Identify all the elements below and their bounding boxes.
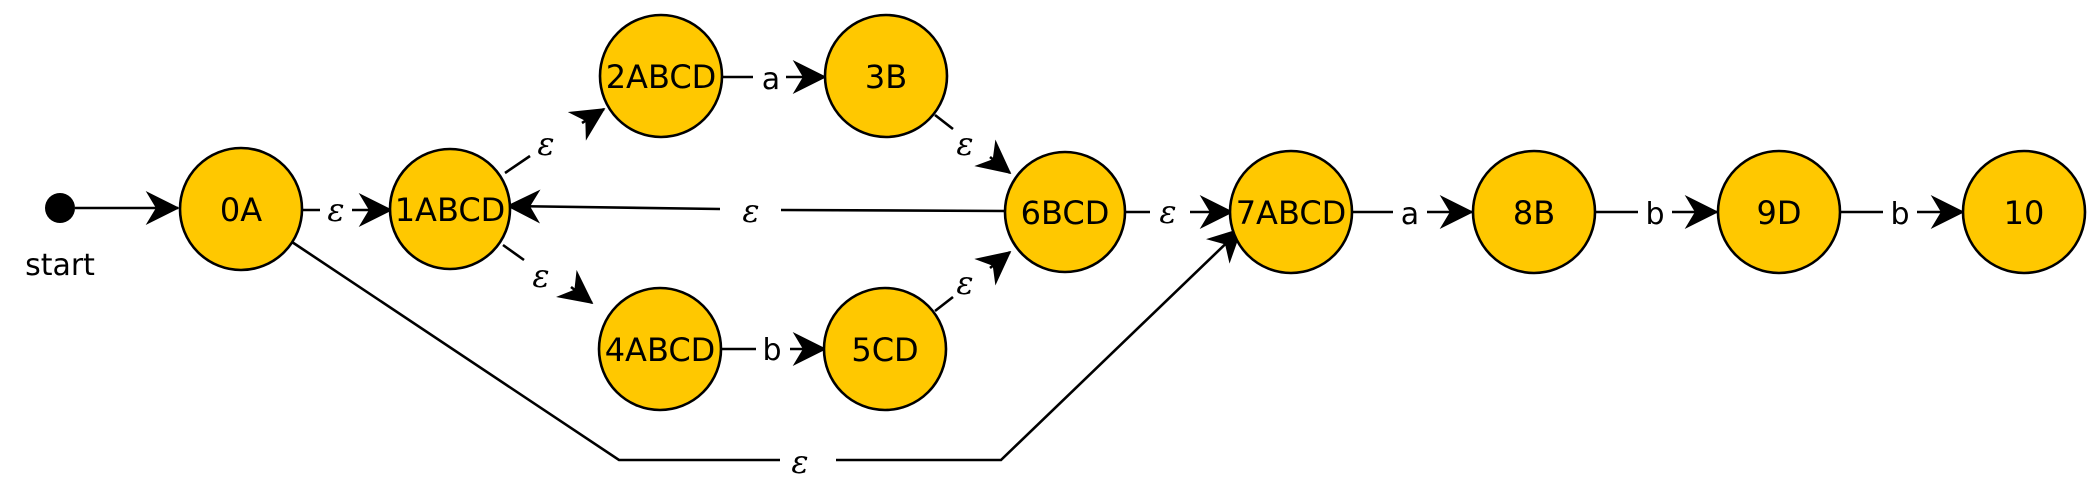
state-label: 1ABCD	[395, 191, 506, 229]
state-node-4ABCD: 4ABCD	[597, 286, 723, 412]
state-node-3B: 3B	[823, 13, 949, 139]
edge-label: ε	[532, 257, 549, 295]
state-label: 0A	[220, 191, 262, 229]
edge-0A-7ABCD: ε	[291, 227, 1243, 481]
edge-label: ε	[956, 125, 973, 163]
edge-9D-10: b	[1840, 195, 1965, 232]
state-node-1ABCD: 1ABCD	[388, 147, 512, 271]
edge-label: ε	[742, 192, 759, 230]
edge-0A-1ABCD: ε	[302, 191, 393, 229]
state-node-9D: 9D	[1716, 149, 1842, 275]
state-node-2ABCD: 2ABCD	[598, 13, 724, 139]
edge-label: ε	[791, 443, 808, 481]
edge-label: b	[1645, 197, 1664, 232]
edge-label: b	[1890, 197, 1909, 232]
edge-8B-9D: b	[1595, 195, 1719, 232]
state-node-10: 10	[1961, 149, 2087, 275]
edge-1ABCD-4ABCD: ε	[502, 243, 594, 305]
state-label: 6BCD	[1021, 194, 1110, 232]
edge-label: b	[762, 333, 781, 368]
edge-6BCD-1ABCD: ε	[506, 189, 1007, 230]
edge-label: ε	[1159, 193, 1176, 231]
edge-7ABCD-8B: a	[1352, 195, 1474, 232]
edge-5CD-6BCD: ε	[934, 250, 1012, 313]
edge-6BCD-7ABCD: ε	[1125, 193, 1234, 231]
edge-label: a	[1401, 197, 1419, 232]
state-label: 9D	[1757, 194, 1802, 232]
state-label: 3B	[865, 58, 907, 96]
edge-label: ε	[327, 191, 344, 229]
state-label: 8B	[1513, 194, 1555, 232]
edge-2ABCD-3B: a	[723, 60, 827, 97]
edge-3B-6BCD: ε	[934, 113, 1012, 175]
edge-1ABCD-2ABCD: ε	[504, 107, 606, 175]
state-label: 10	[2004, 194, 2045, 232]
state-label: 4ABCD	[605, 331, 716, 369]
start-dot	[45, 193, 75, 223]
start-label: start	[25, 248, 95, 283]
edge-4ABCD-5CD: b	[722, 332, 827, 368]
edge-label: a	[762, 62, 780, 97]
state-label: 7ABCD	[1236, 194, 1347, 232]
state-label: 2ABCD	[606, 58, 717, 96]
edge-label: ε	[537, 125, 554, 163]
state-node-8B: 8B	[1471, 149, 1597, 275]
state-node-7ABCD: 7ABCD	[1228, 149, 1354, 275]
state-node-5CD: 5CD	[822, 286, 948, 412]
edge-label: ε	[956, 264, 973, 302]
state-node-0A: 0A	[178, 146, 304, 272]
state-label: 5CD	[851, 331, 918, 369]
state-node-6BCD: 6BCD	[1003, 150, 1127, 274]
